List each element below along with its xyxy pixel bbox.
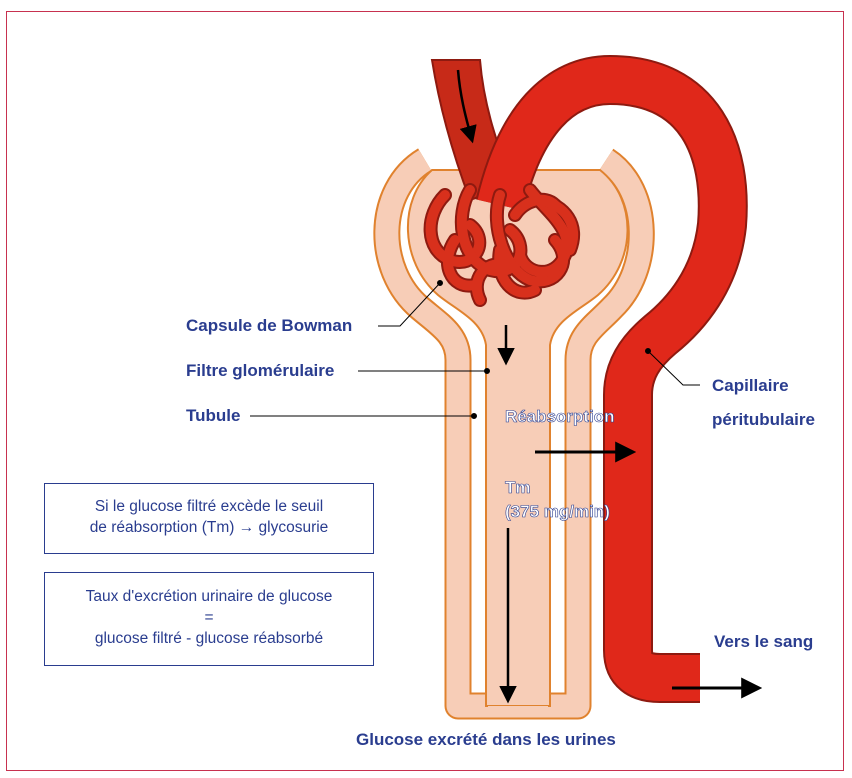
label-glomerular-filter: Filtre glomérulaire [186, 361, 334, 381]
excretion-line-3: glucose filtré - glucose réabsorbé [45, 628, 373, 649]
label-tm-value: (375 mg/min) [505, 502, 610, 522]
label-glucose-excreted: Glucose excrété dans les urines [356, 730, 616, 750]
excretion-info-box: Taux d'excrétion urinaire de glucose = g… [44, 572, 374, 666]
threshold-info-box: Si le glucose filtré excède le seuil de … [44, 483, 374, 554]
label-tm: Tm [505, 478, 531, 498]
excretion-line-1: Taux d'excrétion urinaire de glucose [45, 586, 373, 607]
excretion-line-2: = [45, 607, 373, 628]
label-reabsorption: Réabsorption [505, 407, 615, 427]
label-peritubular-line2: péritubulaire [712, 410, 815, 430]
label-peritubular-line1: Capillaire [712, 376, 789, 396]
label-bowman-capsule: Capsule de Bowman [186, 316, 352, 336]
threshold-line-2: de réabsorption (Tm) → glycosurie [45, 517, 373, 538]
label-tubule: Tubule [186, 406, 240, 426]
threshold-line-1: Si le glucose filtré excède le seuil [45, 496, 373, 517]
label-to-blood: Vers le sang [714, 632, 813, 652]
